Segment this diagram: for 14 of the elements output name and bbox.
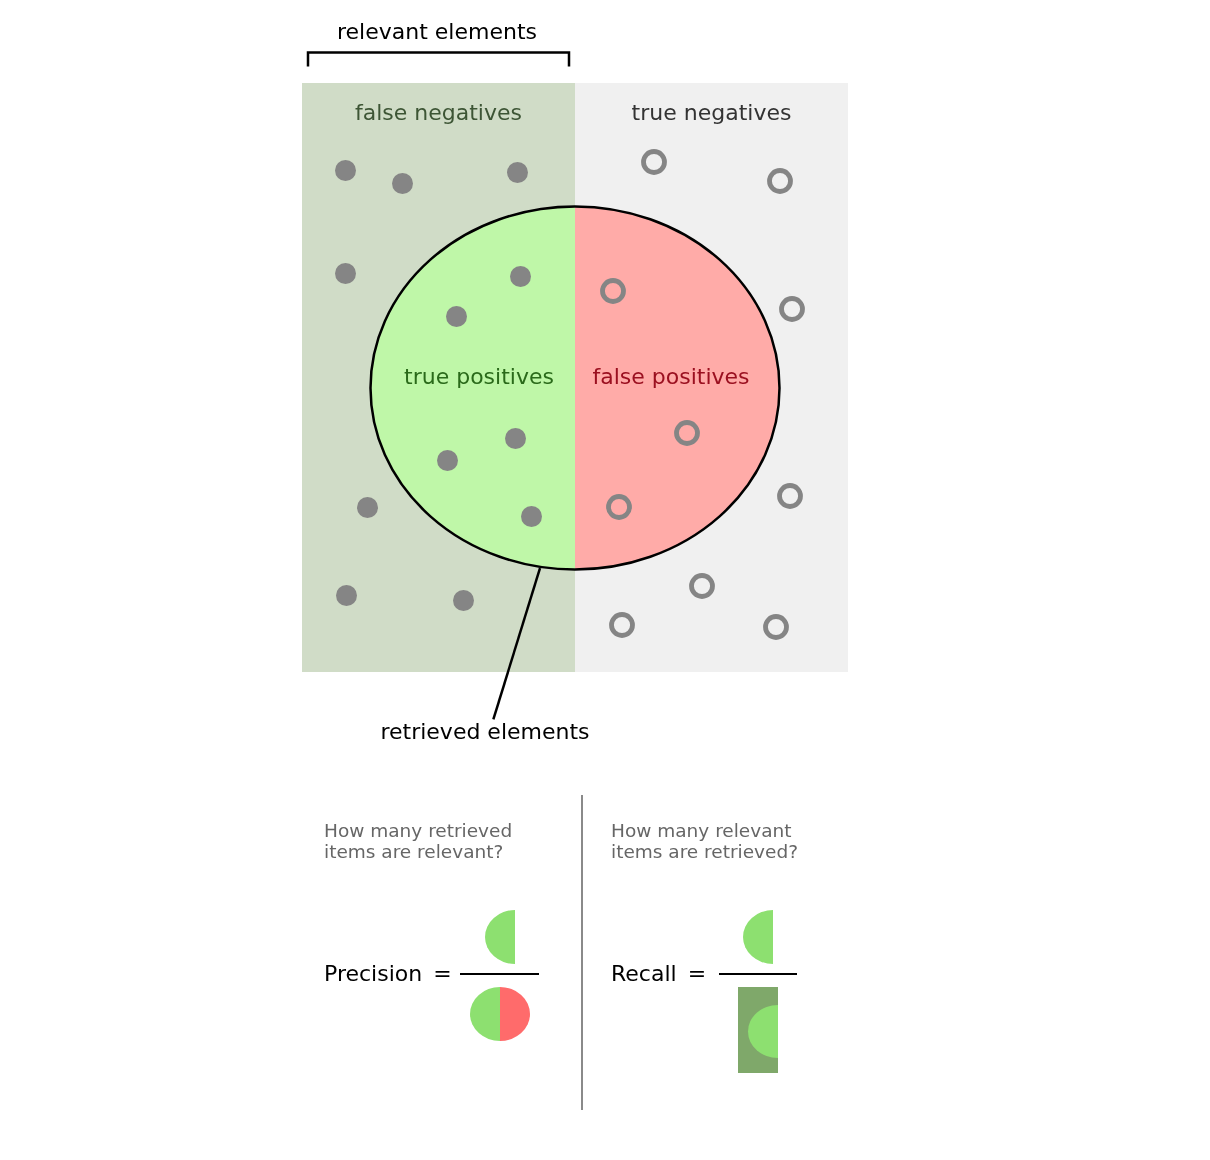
question-text: How many relevant items are retrieved? (611, 820, 799, 862)
half-ellipse-region (575, 205, 781, 571)
region-label: false negatives (355, 100, 522, 126)
bracket-label: relevant elements (337, 19, 537, 45)
region-label: true positives (404, 364, 554, 390)
formula-label: Precision = (324, 961, 452, 987)
region-label: true negatives (631, 100, 792, 126)
leader-line (492, 567, 542, 720)
formula-label: Recall = (611, 961, 707, 987)
ellipse (369, 205, 781, 571)
question-text: How many retrieved items are relevant? (324, 820, 514, 862)
half-ellipse-region (369, 205, 575, 571)
callout-label: retrieved elements (380, 719, 590, 745)
region-label: false positives (592, 364, 750, 390)
